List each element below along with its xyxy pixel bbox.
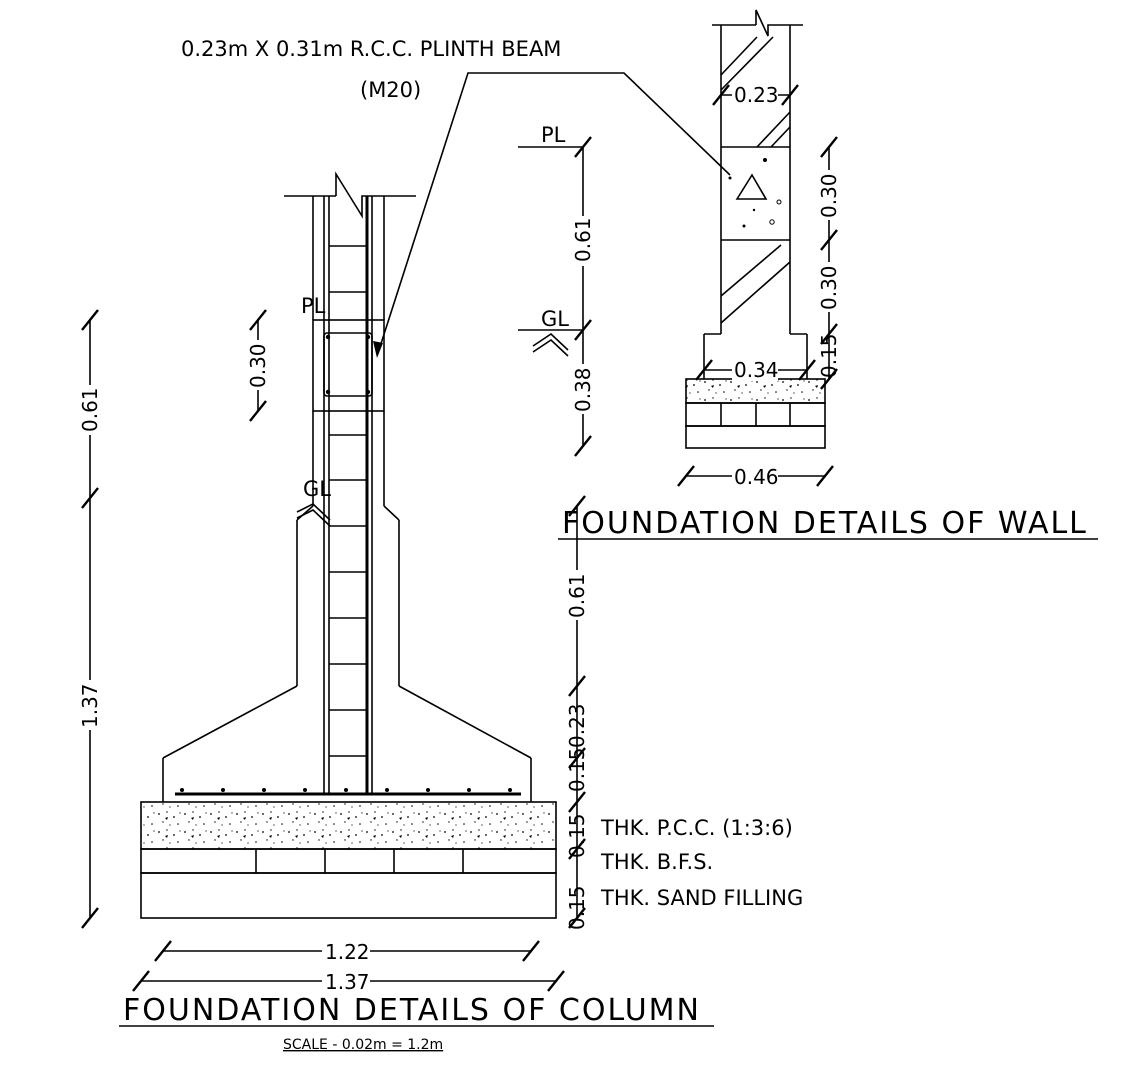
sand-filling-layer <box>140 872 557 919</box>
footing-rebar <box>221 788 225 792</box>
column-pl-label: PL <box>301 294 326 318</box>
footing-rebar <box>385 788 389 792</box>
footing-rebar <box>508 788 512 792</box>
footing-rebar <box>303 788 307 792</box>
column-gl-label: GL <box>303 477 331 501</box>
column-width-dimensions: 1.22 1.37 <box>132 940 565 994</box>
wall-foundation <box>685 9 826 449</box>
pcc-layer <box>140 801 557 850</box>
dim-foot-width-1: 1.22 <box>325 940 370 964</box>
level-gl-to-base: 0.38 <box>571 367 595 412</box>
footing-rebar <box>467 788 471 792</box>
layer-pcc-label: THK. P.C.C. (1:3:6) <box>600 816 793 840</box>
wall-break-line <box>712 9 803 37</box>
footing-rebar <box>426 788 430 792</box>
dim-right-015b: 0.15 <box>565 813 589 858</box>
wall-dimensions: 0.23 0.30 0.30 0.15 0.34 0.46 <box>677 83 841 489</box>
dim-wall-base-w: 0.46 <box>734 465 779 489</box>
plinth-beam-section <box>312 319 385 412</box>
dim-right-061: 0.61 <box>565 573 589 618</box>
wall-plinth-beam <box>728 158 782 228</box>
column-shaft <box>162 196 532 802</box>
dim-wall-below-beam: 0.30 <box>817 265 841 310</box>
dim-right-015c: 0.15 <box>565 885 589 930</box>
column-foundation: PL GL <box>140 171 557 919</box>
column-reinforcement <box>175 196 521 796</box>
layer-sand-label: THK. SAND FILLING <box>600 886 803 910</box>
column-break-line <box>284 171 416 219</box>
dim-right-015a: 0.15 <box>565 747 589 792</box>
beam-leader-lines <box>373 72 731 358</box>
dim-upper: 0.61 <box>78 387 102 432</box>
beam-label-line1: 0.23m X 0.31m R.C.C. PLINTH BEAM <box>181 37 561 61</box>
beam-depth-dimension: 0.30 <box>246 309 270 422</box>
dim-beam-depth: 0.30 <box>246 343 270 388</box>
layer-labels: THK. P.C.C. (1:3:6) THK. B.F.S. THK. SAN… <box>600 816 803 910</box>
level-markers: PL 0.61 GL 0.38 <box>518 123 595 457</box>
dim-wall-footing-h: 0.15 <box>817 333 841 378</box>
column-gl-symbol <box>296 503 331 527</box>
dim-right-023: 0.23 <box>565 703 589 748</box>
beam-label-line2: (M20) <box>360 78 421 102</box>
bfs-layer <box>140 848 557 874</box>
level-pl-label: PL <box>541 123 566 147</box>
layer-bfs-label: THK. B.F.S. <box>600 850 713 874</box>
column-left-dimension: 0.61 1.37 <box>78 309 102 929</box>
dim-wall-width: 0.23 <box>734 83 779 107</box>
wall-title: FOUNDATION DETAILS OF WALL <box>562 506 1088 541</box>
dim-total-height: 1.37 <box>78 683 102 728</box>
footing-rebar <box>180 788 184 792</box>
dim-wall-beam: 0.30 <box>817 173 841 218</box>
dim-wall-footing-w: 0.34 <box>734 358 779 382</box>
level-pl-to-gl: 0.61 <box>571 217 595 262</box>
wall-pcc-layer <box>685 378 826 404</box>
dim-foot-width-2: 1.37 <box>325 970 370 994</box>
level-gl-label: GL <box>541 307 569 331</box>
scale-note: SCALE - 0.02m = 1.2m <box>283 1037 443 1053</box>
column-title: FOUNDATION DETAILS OF COLUMN <box>123 993 701 1028</box>
column-right-dimensions: 0.61 0.23 0.15 0.15 0.15 <box>565 495 589 930</box>
footing-rebar <box>262 788 266 792</box>
footing-rebar <box>344 788 348 792</box>
